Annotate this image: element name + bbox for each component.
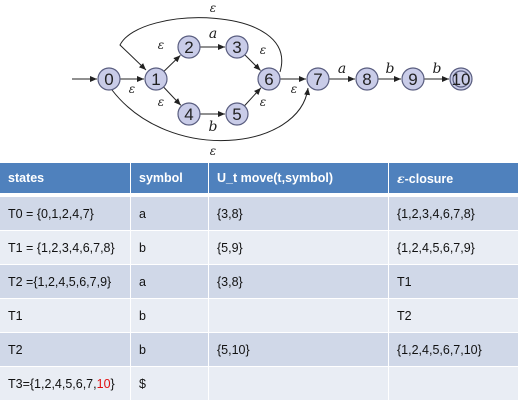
cell-closure: T1 [389,264,518,298]
header-states: states [0,163,131,196]
state-node-7: 7 [306,67,330,91]
state-node-4: 4 [177,102,201,126]
transition-1-to-4 [163,86,182,106]
cell-states: T1 [0,298,131,332]
subset-construction-table: states symbol U_t move(t,symbol) ε-closu… [0,163,518,400]
table-row: T0 = {0,1,2,4,7} a {3,8} {1,2,3,4,6,7,8} [0,196,518,230]
svg-text:5: 5 [232,105,241,124]
svg-text:6: 6 [264,70,273,89]
table-row: T2 b {5,10} {1,2,4,5,6,7,10} [0,332,518,366]
cell-states: T1 = {1,2,3,4,6,7,8} [0,230,131,264]
svg-text:4: 4 [184,105,193,124]
cell-closure: {1,2,3,4,6,7,8} [389,196,518,230]
header-closure: ε-closure [389,163,518,196]
cell-states: T3={1,2,4,5,6,7,10} [0,366,131,400]
cell-move [209,366,389,400]
cell-move: {5,10} [209,332,389,366]
transition-label-9-10: b [433,61,442,77]
svg-text:7: 7 [313,70,322,89]
transition-label-1-2: ε [158,38,164,52]
cell-states: T0 = {0,1,2,4,7} [0,196,131,230]
transition-6-to-1 [119,17,283,73]
state-node-5: 5 [225,102,249,126]
cell-closure: T2 [389,298,518,332]
cell-symbol: $ [131,366,209,400]
cell-states: T2 ={1,2,4,5,6,7,9} [0,264,131,298]
svg-text:2: 2 [184,38,193,57]
transition-0-to-7 [111,87,311,142]
svg-text:3: 3 [232,38,241,57]
transition-label-2-3: a [209,26,217,42]
cell-closure [389,366,518,400]
epsilon-symbol: ε [397,170,405,186]
transition-label-3-6: ε [260,43,266,57]
cell-move: {3,8} [209,264,389,298]
cell-move: {3,8} [209,196,389,230]
transition-label-5-6: ε [260,95,266,109]
transition-label-1-4: ε [158,95,164,109]
state-node-9: 9 [401,67,425,91]
cell-symbol: b [131,298,209,332]
transition-5-to-6 [244,87,262,107]
transition-label-7-8: a [338,61,346,77]
cell-symbol: a [131,196,209,230]
cell-states: T2 [0,332,131,366]
state-node-10: 10 [449,67,473,91]
transition-label-8-9: b [386,61,395,77]
table-row: T1 = {1,2,3,4,6,7,8} b {5,9} {1,2,4,5,6,… [0,230,518,264]
cell-symbol: a [131,264,209,298]
state-node-6: 6 [257,67,281,91]
state-node-2: 2 [177,35,201,59]
table-header-row: states symbol U_t move(t,symbol) ε-closu… [0,163,518,196]
svg-text:0: 0 [104,70,113,89]
cell-symbol: b [131,230,209,264]
transition-label-4-5: b [209,119,218,135]
table-row: T2 ={1,2,4,5,6,7,9} a {3,8} T1 [0,264,518,298]
header-move: U_t move(t,symbol) [209,163,389,196]
state-node-0: 0 [97,67,121,91]
transition-1-to-2 [163,54,181,72]
cell-symbol: b [131,332,209,366]
state-node-8: 8 [355,67,379,91]
transition-label-0-1: ε [129,82,135,96]
transition-label-6-7: ε [291,82,297,96]
svg-text:1: 1 [151,70,160,89]
cell-move [209,298,389,332]
svg-text:9: 9 [408,70,417,89]
accepting-state-highlight: 10 [96,376,111,391]
transition-label-0-7: ε [210,144,216,158]
svg-text:8: 8 [362,70,371,89]
transition-label-6-1: ε [210,1,216,15]
transition-edges [72,17,449,142]
cell-closure: {1,2,4,5,6,7,9} [389,230,518,264]
table-row: T1 b T2 [0,298,518,332]
cell-closure: {1,2,4,5,6,7,10} [389,332,518,366]
state-nodes: 0 1 2 3 4 5 6 7 8 9 10 [97,35,473,126]
cell-move: {5,9} [209,230,389,264]
state-node-1: 1 [144,67,168,91]
svg-text:10: 10 [452,70,471,89]
state-node-3: 3 [225,35,249,59]
transition-3-to-6 [244,54,261,71]
table-row: T3={1,2,4,5,6,7,10} $ [0,366,518,400]
header-symbol: symbol [131,163,209,196]
